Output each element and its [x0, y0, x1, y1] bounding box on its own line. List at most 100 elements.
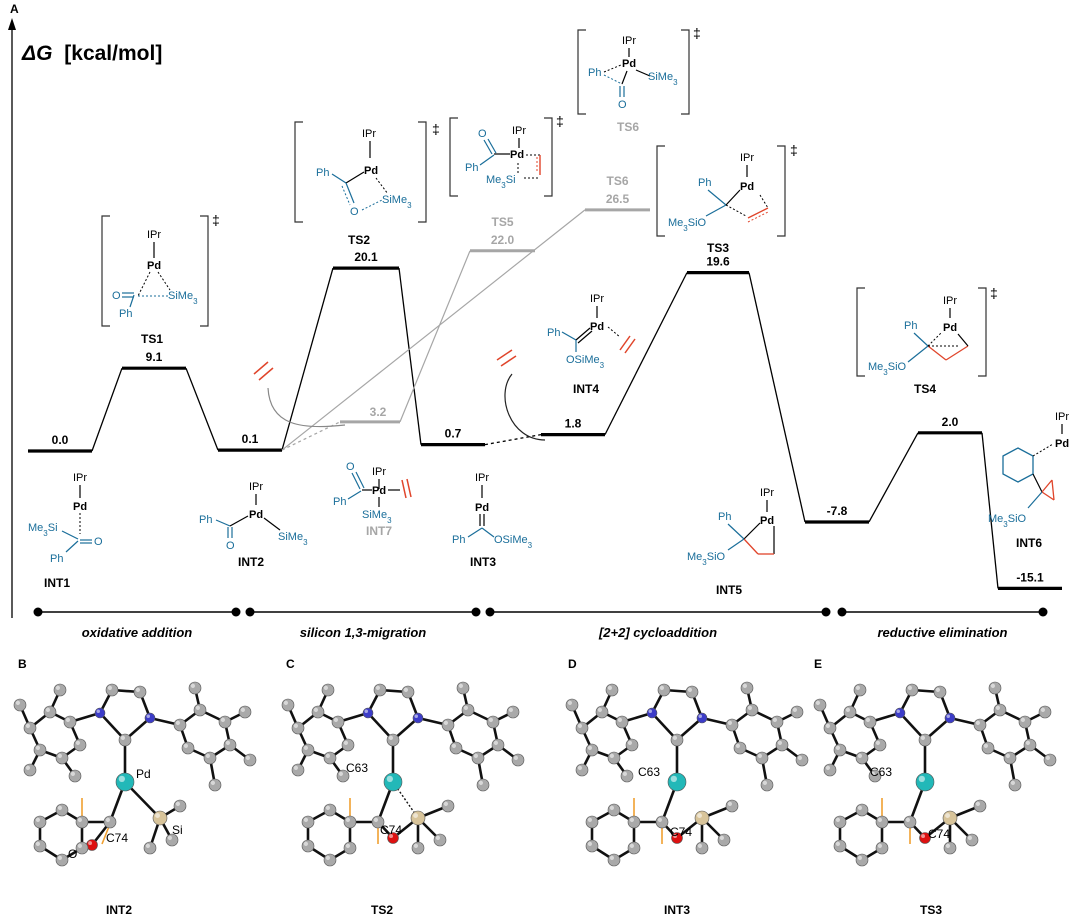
ts6-sime3: SiMe3 — [648, 71, 678, 87]
atom-highlight — [967, 835, 973, 841]
energy-label-ts1: 9.1 — [146, 350, 163, 364]
atom-highlight — [990, 683, 996, 689]
ts1-pd: Pd — [147, 260, 161, 272]
atom — [942, 810, 958, 826]
ts6-o: O — [618, 99, 627, 111]
atom-highlight — [15, 700, 20, 706]
atom-highlight — [513, 755, 519, 761]
stage-dot-end-0 — [231, 607, 241, 617]
atom — [301, 839, 315, 853]
atom-highlight — [945, 843, 951, 849]
atom — [944, 712, 956, 724]
atom — [795, 753, 809, 767]
connector-int7-ts5 — [399, 250, 471, 423]
atom-highlight — [75, 740, 80, 746]
int7-ph: Ph — [333, 496, 346, 508]
ts5-dagger: ‡ — [556, 113, 564, 129]
atom-highlight — [617, 717, 623, 723]
ts6-ph: Ph — [588, 67, 601, 79]
atom — [933, 685, 947, 699]
atom — [894, 707, 906, 719]
stage-label-2: [2+2] cycloaddition — [598, 625, 717, 640]
ts2-label: TS2 — [348, 233, 370, 247]
atom — [615, 715, 629, 729]
atom — [646, 707, 658, 719]
atom-highlight — [190, 683, 195, 689]
atom-highlight — [283, 700, 288, 706]
ts5-structure: ‡ IPr O Pd Ph Me3Si — [449, 113, 564, 197]
atom-highlight — [607, 685, 613, 691]
panel-b-caption: INT2 — [106, 903, 132, 917]
atom — [75, 815, 89, 829]
atom — [343, 815, 357, 829]
atom-highlight — [493, 740, 498, 746]
stage-label-1: silicon 1,3-migration — [300, 625, 426, 640]
atom — [55, 751, 69, 765]
atom — [620, 769, 634, 783]
atom-highlight — [835, 745, 841, 751]
atom-highlight — [670, 775, 677, 782]
atom-highlight — [338, 771, 343, 777]
atom-highlight — [857, 805, 863, 811]
panel-label-d: D — [568, 657, 577, 671]
atom — [449, 741, 463, 755]
ts4-ipr: IPr — [943, 295, 957, 307]
energy-profile: 0.09.10.120.10.71.819.6-7.82.0-15.13.222… — [28, 174, 1062, 591]
molecular-structure-panels — [13, 681, 1057, 867]
atom — [291, 763, 305, 777]
connector-9 — [981, 432, 999, 589]
atom — [471, 751, 485, 765]
connector-8 — [868, 432, 919, 523]
atom — [607, 853, 621, 867]
atom — [993, 703, 1007, 717]
y-axis-arrow — [8, 18, 16, 30]
atom — [627, 815, 641, 829]
atom-highlight — [333, 717, 338, 723]
atom-highlight — [918, 775, 925, 782]
atom — [152, 810, 168, 826]
atom — [823, 763, 837, 777]
atom — [973, 799, 987, 813]
atom-highlight — [77, 817, 82, 823]
atom-highlight — [325, 855, 330, 861]
atom-highlight — [921, 834, 925, 838]
ts3-pd: Pd — [740, 181, 754, 193]
atom-highlight — [587, 841, 593, 847]
partial-bond — [392, 781, 419, 819]
atom — [63, 715, 77, 729]
atom-highlight — [797, 755, 803, 761]
int5-ipr: IPr — [760, 487, 774, 499]
atom-highlight — [107, 685, 112, 691]
ts4-label: TS4 — [914, 382, 936, 396]
connector-3 — [281, 267, 334, 451]
atom-highlight — [118, 775, 125, 782]
atom — [903, 815, 917, 829]
atom-highlight — [451, 743, 456, 749]
atom — [118, 733, 132, 747]
molecule-C — [281, 681, 525, 867]
panel-label-c: C — [286, 657, 295, 671]
atom — [188, 681, 202, 695]
atom-highlight — [877, 843, 883, 849]
stage-dot-start-2 — [485, 607, 495, 617]
atom — [341, 738, 355, 752]
atom — [506, 705, 520, 719]
atom-highlight — [210, 780, 215, 786]
atom-highlight — [389, 834, 394, 838]
atom — [13, 698, 27, 712]
label-ts6-line: TS6 — [606, 174, 628, 188]
atom-highlight — [293, 723, 298, 729]
atom-highlight — [627, 740, 633, 746]
atom-highlight — [205, 753, 210, 759]
energy-label-int2: 0.1 — [242, 432, 259, 446]
atom-highlight — [388, 735, 393, 741]
atom-highlight — [1020, 717, 1025, 723]
atom-highlight — [88, 841, 92, 845]
atom-highlight — [167, 835, 172, 841]
atom-highlight — [995, 705, 1001, 711]
int2-ph: Ph — [199, 514, 212, 526]
stage-dot-start-1 — [245, 607, 255, 617]
atom-highlight — [25, 765, 30, 771]
atom — [401, 685, 415, 699]
